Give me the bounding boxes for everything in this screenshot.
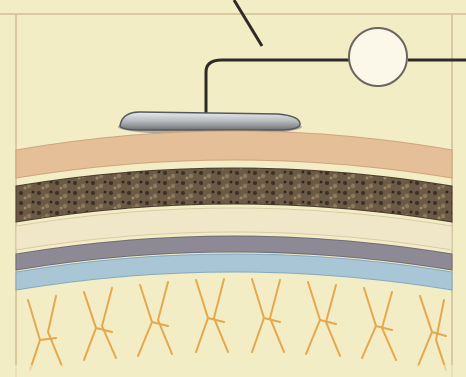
bottom-fade (0, 365, 466, 377)
electrode (120, 112, 300, 130)
wire (206, 60, 350, 116)
wire-top-diagonal (234, 0, 262, 46)
meter (349, 28, 407, 86)
cortex-neurons (28, 279, 446, 370)
